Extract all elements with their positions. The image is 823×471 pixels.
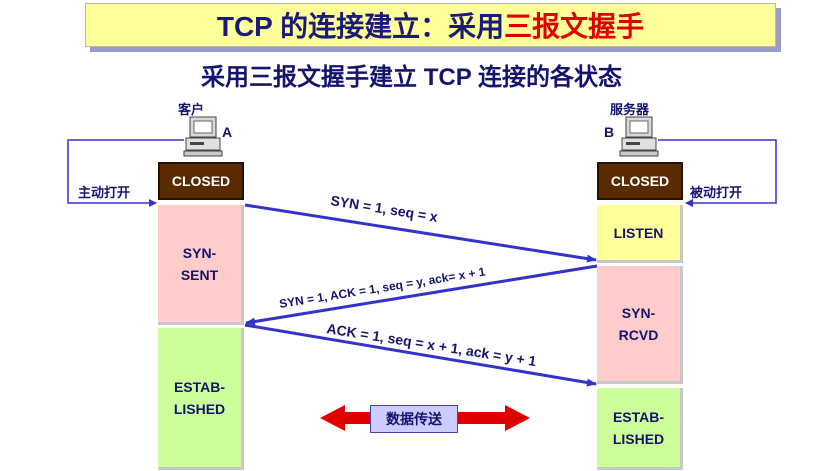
client-label: 客户 [178, 102, 205, 117]
server-state-closed-label: CLOSED [610, 173, 670, 189]
syn-arrow [244, 203, 597, 263]
active-open-connector [67, 139, 184, 207]
client-state-closed: CLOSED [158, 162, 244, 200]
server-label: 服务器 [610, 102, 650, 117]
client-state-established-line1: ESTAB- [173, 378, 226, 395]
client-state-established-line2: LISHED [173, 400, 226, 417]
client-state-established: ESTAB- LISHED [158, 328, 244, 470]
server-state-syn-rcvd: SYN- RCVD [597, 266, 683, 384]
server-state-syn-rcvd-line1: SYN- [621, 304, 656, 321]
client-state-syn-sent: SYN- SENT [158, 205, 244, 325]
server-state-listen-label: LISTEN [613, 224, 664, 241]
server-computer-icon [619, 116, 659, 157]
client-action-label: 主动打开 [78, 185, 131, 200]
server-state-established-line2: LISHED [612, 430, 665, 447]
title-highlight: 三报文握手 [504, 11, 645, 42]
client-letter: A [222, 124, 233, 140]
ack-arrow [244, 323, 597, 387]
passive-open-connector [658, 139, 777, 207]
title-prefix: TCP 的连接建立：采用 [216, 11, 505, 42]
title-banner: TCP 的连接建立：采用三报文握手 [85, 3, 776, 47]
server-state-syn-rcvd-line2: RCVD [618, 326, 659, 343]
server-letter: B [604, 124, 615, 140]
server-state-listen: LISTEN [597, 205, 683, 263]
server-state-established-line1: ESTAB- [612, 408, 665, 425]
subtitle: 采用三报文握手建立 TCP 连接的各状态 [201, 64, 622, 91]
syn-ack-arrow [245, 264, 598, 326]
server-action-label: 被动打开 [690, 185, 743, 200]
client-computer-icon [183, 116, 223, 157]
server-state-closed: CLOSED [597, 162, 683, 200]
server-state-established: ESTAB- LISHED [597, 388, 683, 470]
client-state-syn-sent-line1: SYN- [182, 244, 217, 261]
data-transfer-label: 数据传送 [370, 405, 458, 433]
client-state-closed-label: CLOSED [171, 173, 231, 189]
client-state-syn-sent-line2: SENT [180, 266, 219, 283]
